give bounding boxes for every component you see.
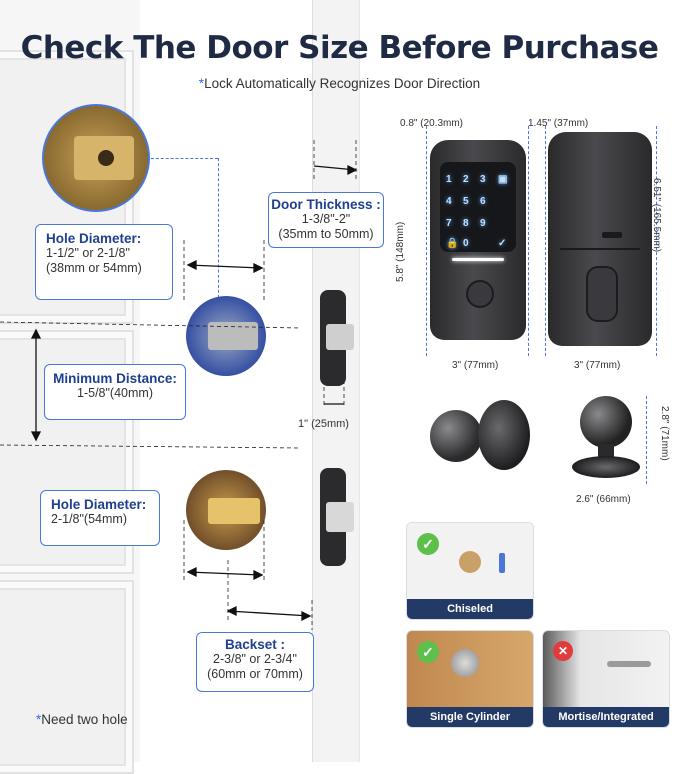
knob-side-ball bbox=[580, 396, 632, 448]
minimum-distance-label: Minimum Distance: 1-5/8"(40mm) bbox=[44, 364, 186, 420]
door-thickness-metric: (35mm to 50mm) bbox=[278, 227, 374, 241]
back-guide-left bbox=[545, 126, 546, 356]
door-panel-bottom bbox=[0, 580, 134, 774]
front-guide-left bbox=[426, 126, 427, 356]
check-icon-chiseled: ✓ bbox=[417, 533, 439, 555]
knob-height-label: 2.8" (71mm) bbox=[659, 406, 670, 461]
card-single-cylinder: ✓ Single Cylinder bbox=[406, 630, 534, 728]
backset-value: 2-3/8" or 2-3/4" bbox=[213, 652, 297, 666]
card-chiseled: ✓ Chiseled bbox=[406, 522, 534, 620]
upper-strike-plate bbox=[320, 290, 354, 386]
front-width-label: 3" (77mm) bbox=[452, 360, 499, 371]
footnote-asterisk: * bbox=[36, 712, 42, 727]
upper-latch-bolt bbox=[326, 324, 354, 350]
door-thickness-value: 1-3/8"-2" bbox=[301, 212, 351, 226]
nfc-icon: ▣ bbox=[498, 174, 508, 185]
back-width-label: 3" (77mm) bbox=[574, 360, 621, 371]
cross-icon-mortise: ✕ bbox=[553, 641, 573, 661]
keypad-key-2: 2 bbox=[463, 174, 469, 185]
footnote-text: Need two hole bbox=[41, 712, 128, 727]
hole-diameter-value-2: 2-1/8"(54mm) bbox=[51, 512, 127, 526]
minimum-distance-heading: Minimum Distance: bbox=[53, 371, 177, 386]
door-thickness-label: Door Thickness : 1-3/8"-2" (35mm to 50mm… bbox=[268, 192, 384, 248]
knob-side-rose bbox=[572, 456, 640, 478]
upper-bore-hole-image bbox=[186, 296, 266, 376]
backset-heading: Backset : bbox=[224, 637, 286, 652]
battery-cover-seam bbox=[560, 248, 640, 250]
latch-width-label: 1" (25mm) bbox=[298, 418, 349, 430]
lock-icon: 🔒 bbox=[446, 238, 459, 249]
card-label-chiseled: Chiseled bbox=[407, 599, 533, 619]
card-label-single-cylinder: Single Cylinder bbox=[407, 707, 533, 727]
keypad-key-1: 1 bbox=[446, 174, 452, 185]
keypad-key-4: 4 bbox=[446, 196, 452, 207]
front-height-label: 5.8" (148mm) bbox=[395, 221, 406, 282]
keyhole-cylinder bbox=[466, 280, 494, 308]
front-guide-right bbox=[528, 126, 529, 356]
keypad-key-5: 5 bbox=[463, 196, 469, 207]
keypad-lock-front: 1 2 3 4 5 6 7 8 9 0 🔒 ✓ ▣ bbox=[430, 140, 526, 340]
latch-closeup-image bbox=[42, 104, 150, 212]
battery-slot bbox=[602, 232, 622, 238]
hole-diameter-label-1: Hole Diameter: 1-1/2" or 2-1/8" (38mm or… bbox=[35, 224, 173, 300]
subtitle-asterisk: * bbox=[198, 76, 205, 91]
check-icon-single-cylinder: ✓ bbox=[417, 641, 439, 663]
card-mortise: ✕ Mortise/Integrated bbox=[542, 630, 670, 728]
cylinder-knob bbox=[451, 649, 479, 677]
lower-latch-bolt bbox=[326, 502, 354, 532]
keypad-key-6: 6 bbox=[480, 196, 486, 207]
page-title: Check The Door Size Before Purchase bbox=[20, 30, 659, 66]
thumbturn-lock-back bbox=[548, 132, 652, 346]
hole-diameter-value-1: 1-1/2" or 2-1/8" bbox=[46, 246, 130, 260]
latch-brass bbox=[208, 498, 260, 524]
front-depth-label: 0.8" (20.3mm) bbox=[400, 118, 464, 129]
card-label-mortise: Mortise/Integrated bbox=[543, 707, 669, 727]
backset-metric: (60mm or 70mm) bbox=[207, 667, 303, 681]
hole-diameter-metric-1: (38mm or 54mm) bbox=[46, 261, 142, 275]
checkmark-icon: ✓ bbox=[498, 238, 507, 249]
keypad-key-8: 8 bbox=[463, 218, 469, 229]
chiseled-slot bbox=[499, 553, 505, 573]
lower-strike-plate bbox=[320, 468, 354, 566]
hole-diameter-label-2: Hole Diameter: 2-1/8"(54mm) bbox=[40, 490, 160, 546]
keypad-key-7: 7 bbox=[446, 218, 452, 229]
page-subtitle: *Lock Automatically Recognizes Door Dire… bbox=[0, 76, 679, 91]
chiseled-hole bbox=[459, 551, 481, 573]
back-guide-right bbox=[656, 126, 657, 356]
subtitle-text: Lock Automatically Recognizes Door Direc… bbox=[204, 76, 481, 91]
door-thickness-heading: Door Thickness : bbox=[271, 197, 381, 212]
keypad-key-9: 9 bbox=[480, 218, 486, 229]
latch-hole bbox=[98, 150, 114, 166]
thumbturn bbox=[586, 266, 618, 322]
keypad-key-3: 3 bbox=[480, 174, 486, 185]
lower-bore-hole-image bbox=[186, 470, 266, 550]
back-depth-label: 1.45" (37mm) bbox=[528, 118, 589, 129]
hole-diameter-heading-1: Hole Diameter: bbox=[46, 231, 142, 246]
keypad-key-0: 0 bbox=[463, 238, 469, 249]
mortise-handle bbox=[607, 661, 651, 667]
knob-guide-right bbox=[646, 396, 647, 484]
minimum-distance-value: 1-5/8"(40mm) bbox=[77, 386, 153, 400]
led-strip bbox=[452, 258, 504, 261]
knob-width-label: 2.6" (66mm) bbox=[576, 494, 631, 505]
backset-label: Backset : 2-3/8" or 2-3/4" (60mm or 70mm… bbox=[196, 632, 314, 692]
footnote: *Need two hole bbox=[36, 712, 128, 727]
keypad-panel: 1 2 3 4 5 6 7 8 9 0 🔒 ✓ ▣ bbox=[440, 162, 516, 252]
knob-rose bbox=[478, 400, 530, 470]
hole-diameter-heading-2: Hole Diameter: bbox=[51, 497, 147, 512]
knob-front bbox=[430, 410, 482, 462]
back-height-label: 6.51" (165.5mm) bbox=[651, 178, 662, 253]
zoom-connector-vertical bbox=[218, 158, 219, 298]
zoom-connector-horizontal bbox=[146, 158, 218, 159]
